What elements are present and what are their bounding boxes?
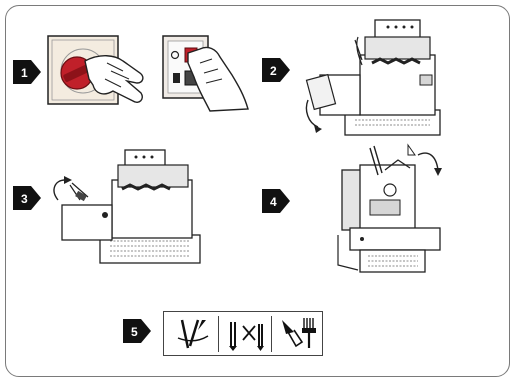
cleaning-brush-icon — [274, 316, 322, 352]
step-2-badge: 2 — [262, 58, 290, 82]
tools-panel — [163, 311, 323, 356]
step-1-badge: 1 — [13, 60, 41, 84]
main-switch-illustration — [45, 33, 150, 113]
step-3-badge: 3 — [13, 186, 41, 210]
needle-thread-icon — [168, 316, 216, 352]
step-4-badge: 4 — [262, 189, 290, 213]
button-switch-illustration — [160, 33, 255, 118]
step-1-number: 1 — [21, 66, 28, 80]
tool-divider — [218, 316, 219, 352]
machine-open-covers-illustration — [300, 15, 455, 150]
machine-cleaning-illustration — [50, 145, 210, 275]
needle-change-icon — [221, 316, 269, 352]
step-4-number: 4 — [270, 195, 277, 209]
machine-tilt-illustration — [330, 140, 455, 285]
tool-divider — [271, 316, 272, 352]
step-5-badge: 5 — [123, 319, 151, 343]
step-3-number: 3 — [21, 192, 28, 206]
step-2-number: 2 — [270, 64, 277, 78]
step-5-number: 5 — [131, 325, 138, 339]
